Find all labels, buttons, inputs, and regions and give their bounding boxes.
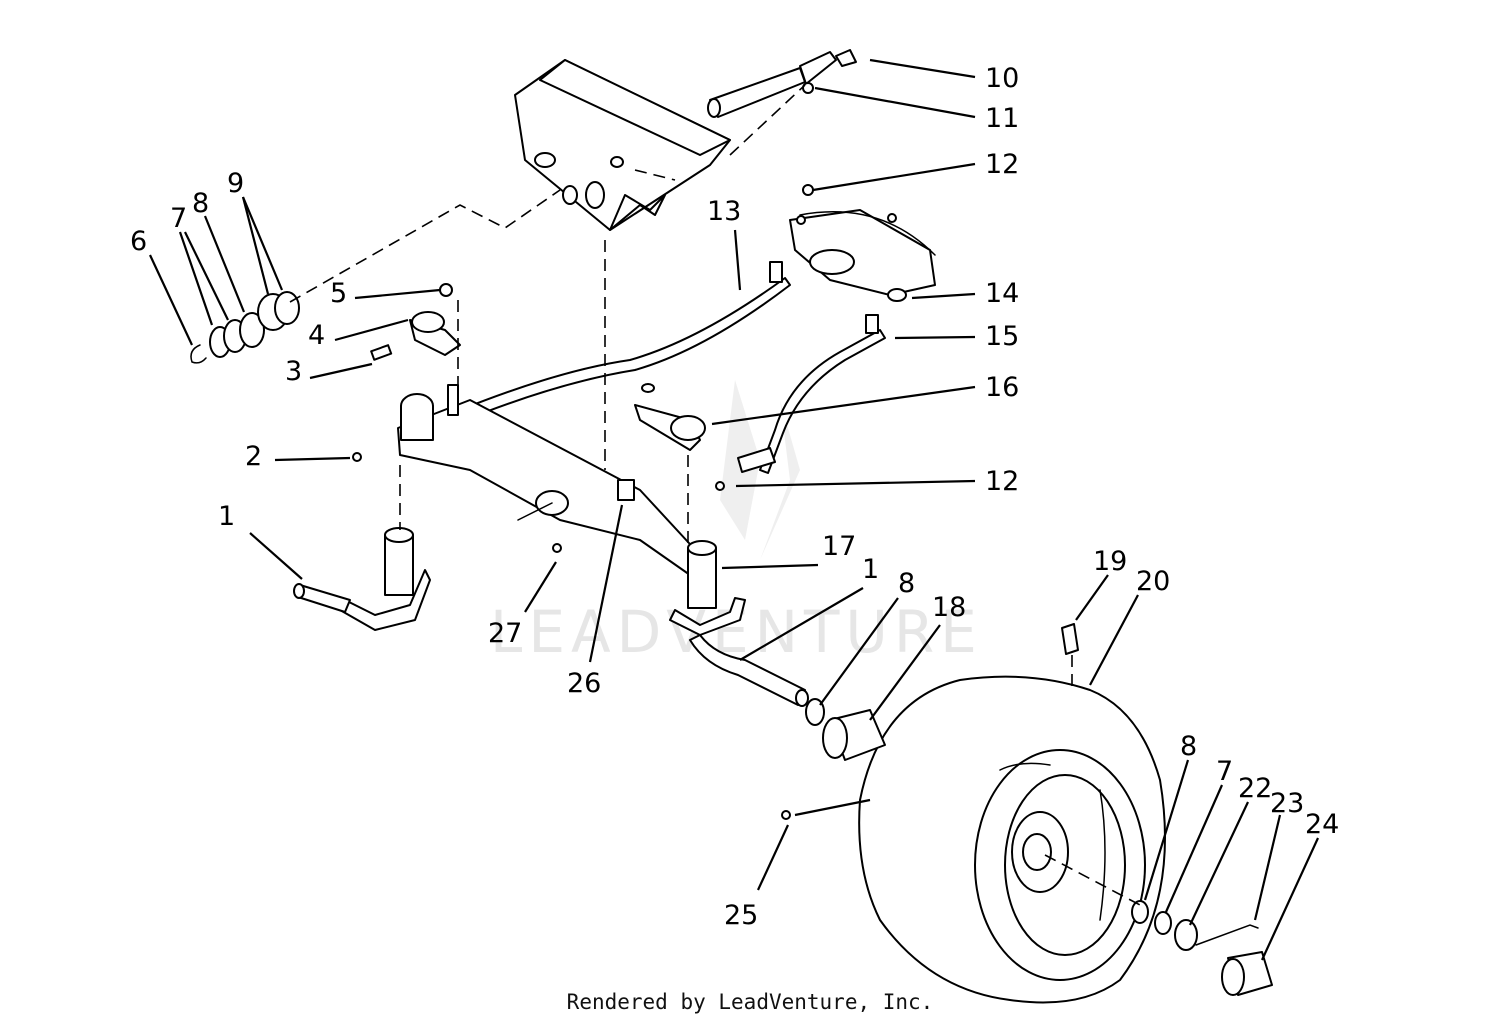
callout-19: 19 [1093,546,1127,577]
callout-labels: 1 2 3 4 5 6 7 8 9 10 11 12 13 14 15 16 1… [130,63,1339,931]
callout-14: 14 [985,278,1019,309]
callout-15: 15 [985,321,1019,352]
callout-27: 27 [488,618,522,649]
callout-18: 18 [932,592,966,623]
right-spindle-part [669,540,809,707]
callout-11: 11 [985,103,1019,134]
callout-13: 13 [707,196,741,227]
callout-2: 2 [245,441,262,472]
callout-25: 25 [724,900,758,931]
callout-23: 23 [1270,788,1304,819]
steering-shaft-part [707,49,857,118]
callout-17: 17 [822,531,856,562]
callout-16: 16 [985,372,1019,403]
leader-lines [149,58,1319,961]
callout-10: 10 [985,63,1019,94]
callout-20: 20 [1136,566,1170,597]
left-spindle-part [293,527,431,631]
callout-9: 9 [227,168,244,199]
callout-12-top: 12 [985,149,1019,180]
callout-1-left: 1 [218,501,235,532]
callout-4: 4 [308,320,325,351]
steering-bracket-part [514,59,731,231]
callout-3: 3 [285,356,302,387]
drag-link-part [459,261,791,421]
front-axle-part [397,393,701,576]
tie-rod-part [737,314,886,474]
hardware-part [352,283,1273,996]
callout-6: 6 [130,226,147,257]
watermark-logo-icon [720,380,800,560]
callout-5: 5 [330,278,347,309]
callout-7-bottom: 7 [1216,756,1233,787]
callout-22: 22 [1238,773,1272,804]
callout-7-top: 7 [170,203,187,234]
steering-arms-part [409,311,706,451]
watermark: LEADVENTURE [490,380,977,666]
callout-8-mid: 8 [898,568,915,599]
washer-stack-part [190,291,393,364]
callout-24: 24 [1305,809,1339,840]
parts-artwork [190,49,1273,1004]
callout-1-right: 1 [862,554,879,585]
alignment-lines [289,84,1141,906]
front-wheel-part [858,675,1166,1004]
callout-12-bottom: 12 [985,466,1019,497]
footer-credit: Rendered by LeadVenture, Inc. [566,990,934,1014]
callout-8-top: 8 [192,188,209,219]
callout-8-bottom: 8 [1180,731,1197,762]
callout-26: 26 [567,668,601,699]
sector-gear-part [789,184,936,302]
